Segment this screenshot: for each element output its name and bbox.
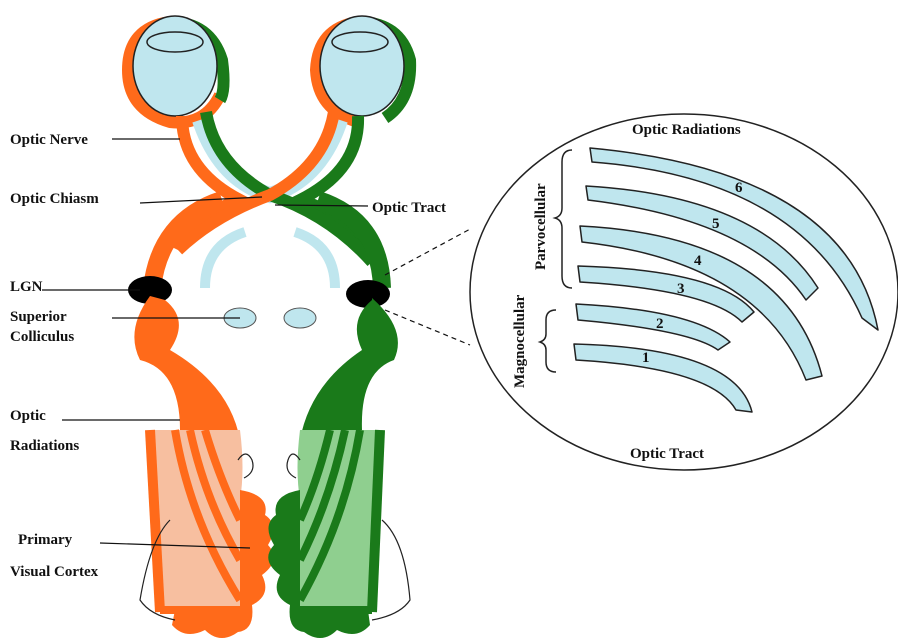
layer-label-3: 3 (677, 281, 685, 297)
right-eye (316, 16, 410, 122)
superior-colliculus-right (284, 308, 316, 328)
label-optic-chiasm: Optic Chiasm (10, 191, 99, 207)
label-primary-visual-cortex-1: Primary (18, 532, 73, 548)
label-primary-visual-cortex-2: Visual Cortex (10, 564, 99, 580)
label-optic-tract: Optic Tract (372, 200, 446, 216)
visual-cortex-left (140, 430, 274, 638)
label-optic-radiations-1: Optic (10, 408, 46, 424)
label-magnocellular: Magnocellular (512, 294, 528, 388)
inset-label-optic-radiations: Optic Radiations (632, 122, 741, 138)
layer-label-2: 2 (656, 316, 664, 332)
inset-label-optic-tract: Optic Tract (630, 446, 704, 462)
optic-nerves-and-chiasm (178, 112, 372, 262)
inset-connector-top (385, 228, 472, 275)
label-superior-colliculus-2: Colliculus (10, 329, 74, 345)
label-superior-colliculus-1: Superior (10, 309, 67, 325)
label-optic-radiations-2: Radiations (10, 438, 79, 454)
label-lgn: LGN (10, 279, 43, 295)
left-eye (128, 16, 224, 122)
layer-label-4: 4 (694, 253, 702, 269)
label-optic-nerve: Optic Nerve (10, 132, 88, 148)
layer-label-1: 1 (642, 350, 650, 366)
layer-label-5: 5 (712, 216, 720, 232)
label-parvocellular: Parvocellular (533, 183, 549, 270)
visual-cortex-right (268, 430, 410, 638)
layer-label-6: 6 (735, 180, 743, 196)
